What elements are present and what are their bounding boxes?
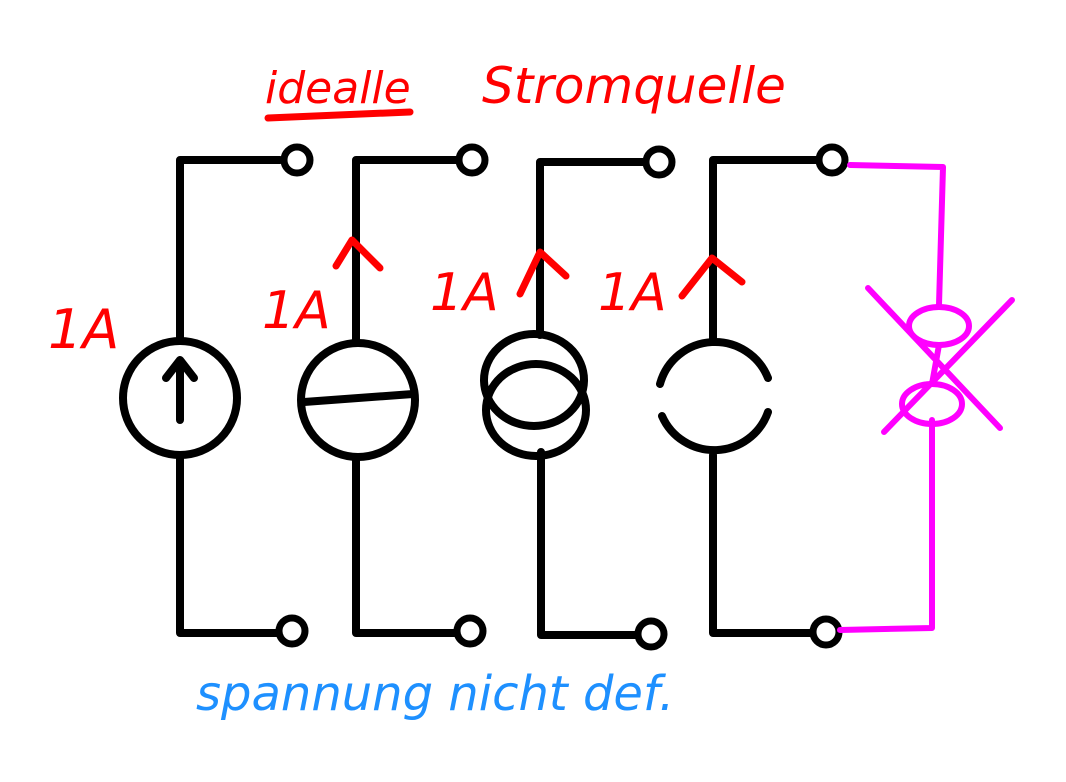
crossed-out-top-wire	[847, 162, 946, 308]
source-1-top-terminal[interactable]	[280, 143, 314, 177]
source-1-current-label: 1A	[48, 298, 119, 361]
source-2-bottom-terminal[interactable]	[453, 614, 487, 648]
source-3-bottom-terminal[interactable]	[634, 617, 668, 651]
source-3-top-terminal[interactable]	[642, 145, 676, 179]
source-3-top-wire	[536, 158, 649, 339]
source-1-bottom-wire	[176, 451, 282, 637]
cross-out-mark-icon	[865, 285, 1015, 435]
title-word-stromquelle: Stromquelle	[482, 57, 786, 115]
source-1: 1A	[48, 143, 314, 648]
source-4-bottom-wire	[709, 451, 816, 637]
source-3-upper-circle	[480, 330, 588, 430]
title-underline	[264, 108, 414, 122]
source-4-upper-arc	[656, 337, 772, 388]
crossed-out-source	[837, 162, 1015, 633]
source-2-bottom-wire	[352, 453, 460, 637]
arrow-up-icon	[162, 356, 198, 424]
source-2-direction-arrow-icon	[332, 236, 384, 272]
source-4-direction-arrow-icon	[678, 254, 746, 300]
source-3-current-label: 1A	[430, 263, 499, 323]
source-2-bar	[300, 390, 417, 406]
source-1-bottom-terminal[interactable]	[275, 614, 309, 648]
source-3-direction-arrow-icon	[516, 248, 570, 298]
source-4-top-terminal[interactable]	[815, 143, 849, 177]
source-1-top-wire	[176, 156, 284, 344]
source-2-top-wire	[352, 156, 462, 346]
source-3: 1A	[430, 145, 676, 651]
source-2: 1A	[262, 143, 489, 648]
crossed-out-bottom-wire	[837, 417, 935, 633]
source-4-bottom-terminal[interactable]	[809, 615, 843, 649]
source-2-current-label: 1A	[262, 281, 331, 341]
source-4-top-wire	[709, 156, 824, 344]
source-4-lower-arc	[658, 408, 772, 455]
source-4-current-label: 1A	[598, 263, 667, 323]
source-4: 1A	[598, 143, 849, 649]
source-3-lower-circle	[482, 360, 590, 460]
footer-note: spannung nicht def.	[196, 666, 674, 722]
source-2-top-terminal[interactable]	[455, 143, 489, 177]
source-3-bottom-wire	[537, 448, 644, 639]
source-1-symbol	[119, 337, 241, 459]
title-word-idealle: idealle	[265, 63, 411, 114]
